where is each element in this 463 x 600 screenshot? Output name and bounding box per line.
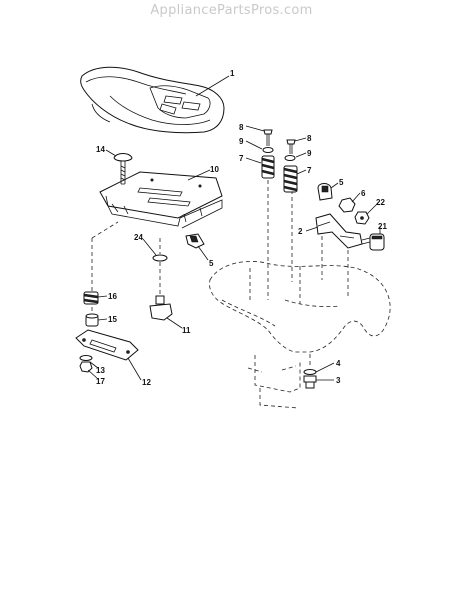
lock-nut	[354, 211, 370, 225]
callout-7-left: 7	[239, 154, 244, 163]
pivot-mount	[149, 295, 173, 321]
seat-bracket	[315, 213, 363, 249]
callout-8-right: 8	[307, 134, 312, 143]
callout-2: 2	[298, 227, 303, 236]
callout-22: 22	[376, 198, 385, 207]
pivot-clip-right	[317, 183, 333, 201]
assembly-lines	[91, 180, 349, 368]
callout-24: 24	[134, 233, 143, 242]
callout-16: 16	[108, 292, 117, 301]
callout-5-right: 5	[339, 178, 344, 187]
watermark: AppliancePartsPros.com	[150, 3, 313, 18]
callout-6: 6	[361, 189, 366, 198]
adjustment-knob	[361, 233, 385, 251]
callout-10: 10	[210, 165, 219, 174]
callout-8-left: 8	[239, 123, 244, 132]
lower-nut	[79, 361, 93, 373]
bottom-washer	[303, 369, 317, 375]
washer-left	[262, 147, 274, 153]
screw-left	[263, 129, 273, 146]
seat-pan	[99, 171, 223, 229]
callout-3: 3	[336, 376, 341, 385]
spring-left	[261, 155, 275, 179]
callout-1: 1	[230, 69, 235, 78]
hex-nut	[338, 197, 356, 213]
callout-14: 14	[96, 145, 105, 154]
callout-9-right: 9	[307, 149, 312, 158]
callout-17: 17	[96, 377, 105, 386]
shoulder-bolt	[303, 375, 317, 389]
carriage-bolt	[113, 153, 133, 185]
screw-right	[286, 139, 296, 154]
flat-washer	[152, 254, 168, 262]
bushing	[85, 313, 99, 327]
callout-labels: 1 8 9 7 8 9 7 5 6 22 21 2 10 14 24 5 16 …	[96, 69, 387, 387]
callout-4: 4	[336, 359, 341, 368]
spring-right	[283, 165, 298, 193]
callout-13: 13	[96, 366, 105, 375]
lower-washer	[79, 355, 93, 361]
callout-12: 12	[142, 378, 151, 387]
callout-15: 15	[108, 315, 117, 324]
chassis-outline	[209, 261, 391, 409]
hinge-plate	[75, 329, 139, 361]
callout-5-left: 5	[209, 259, 214, 268]
callout-7-right: 7	[307, 166, 312, 175]
leader-lines	[87, 75, 381, 381]
washer-right	[284, 155, 296, 161]
spring-lower	[83, 291, 99, 305]
callout-11: 11	[182, 326, 191, 335]
pivot-clip-left	[185, 233, 205, 249]
callout-21: 21	[378, 222, 387, 231]
seat	[80, 66, 225, 134]
callout-9-left: 9	[239, 137, 244, 146]
